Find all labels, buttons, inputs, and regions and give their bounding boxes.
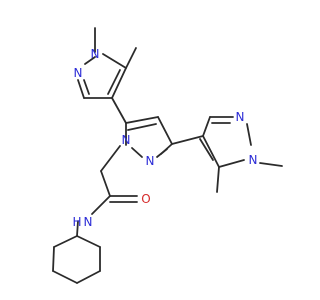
top-pyrazole-ring (77, 27, 137, 99)
bond (52, 246, 55, 272)
bond (53, 235, 78, 248)
bond (202, 135, 220, 168)
bond (76, 235, 101, 248)
nitrogen-atom-label: N (91, 47, 100, 61)
amide-hydrogen-label: H (72, 215, 81, 229)
bond (100, 170, 111, 197)
acetamide-linker (91, 136, 138, 215)
bond (102, 53, 127, 69)
right-pyrazole-ring (199, 116, 283, 193)
bond (111, 97, 127, 124)
bond (91, 195, 111, 215)
bond (218, 159, 245, 168)
bond (76, 220, 79, 237)
bond (131, 147, 143, 158)
bond (202, 116, 211, 137)
bond (52, 270, 78, 284)
nitrogen-atom-label: N (249, 153, 258, 167)
central-pyrazole-ring (125, 116, 173, 158)
bond (246, 123, 252, 146)
nitrogen-atom-label: N (236, 110, 245, 124)
bond (77, 79, 85, 99)
bond (125, 47, 137, 69)
molecule-canvas: N N N N N N N H O (52, 27, 283, 284)
bond (107, 69, 121, 95)
cyclohexyl-ring (52, 220, 101, 284)
bond (76, 270, 101, 284)
amide-nitrogen-label: N (84, 215, 93, 229)
bond (156, 148, 168, 158)
nitrogen-atom-label: N (146, 154, 155, 168)
bond (100, 145, 121, 172)
oxygen-atom-label: O (141, 192, 150, 206)
bond (199, 138, 214, 161)
structure-diagram: N N N N N N N H O (52, 27, 283, 284)
bond (84, 56, 96, 65)
bond (171, 135, 204, 145)
bond (111, 67, 127, 99)
bond (216, 166, 220, 193)
bond (83, 79, 90, 95)
bond (259, 162, 283, 167)
nitrogen-atom-label: N (74, 66, 83, 80)
nitrogen-atom-label: N (122, 133, 131, 147)
atom-labels: N N N N N N N H O (72, 47, 257, 229)
bond (125, 116, 159, 124)
bond (127, 123, 157, 131)
bond (157, 116, 173, 145)
